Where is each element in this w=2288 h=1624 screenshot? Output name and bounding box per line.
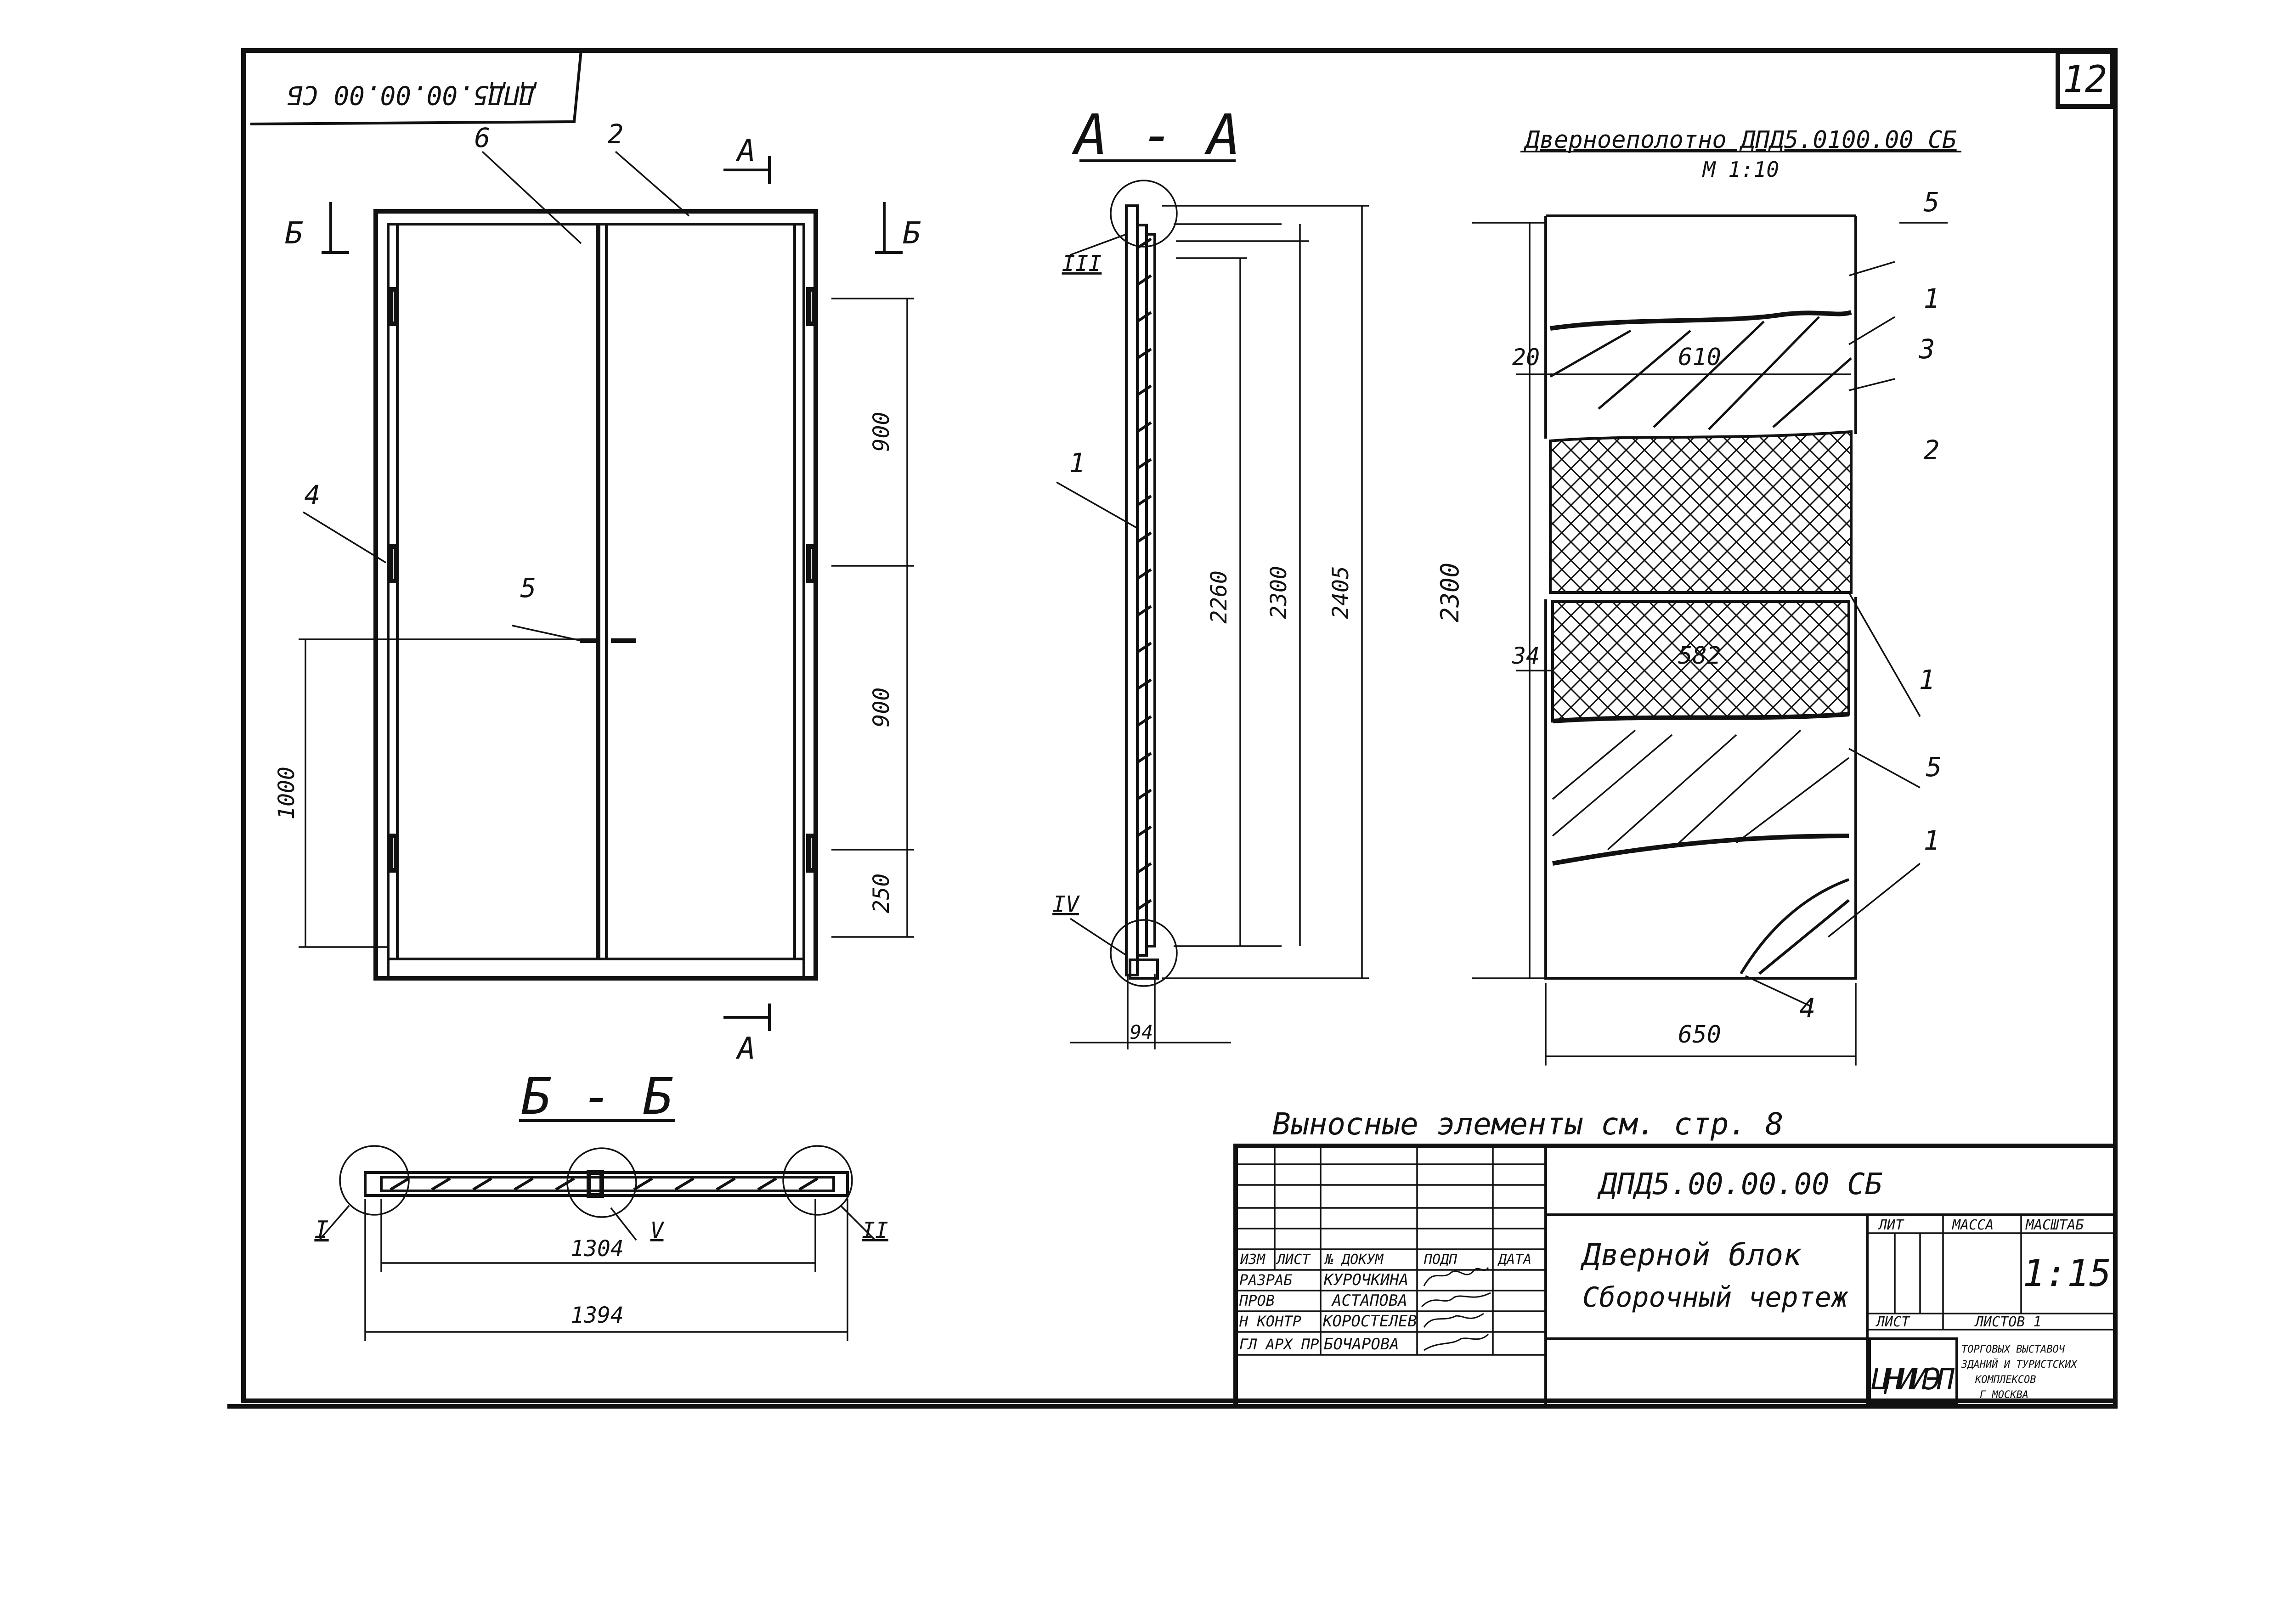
node-callout-ii: II — [862, 1218, 888, 1243]
header-sign: ПОДП — [1424, 1252, 1458, 1268]
elevation-dim-900-bottom: 900 — [869, 688, 894, 727]
section-aa-dim-94: 94 — [1130, 1021, 1153, 1043]
signature-norm-control — [1423, 1313, 1484, 1328]
header-izm: ИЗМ — [1240, 1252, 1265, 1268]
elevation-dim-900-top: 900 — [869, 412, 894, 452]
org-text-3: КОМПЛЕКСОВ — [1975, 1374, 2036, 1386]
door-leaf-title: Дверноеполотно ДПД5.0100.00 СБ — [1523, 126, 1956, 154]
person-chief-architect: БОЧАРОВА — [1324, 1335, 1399, 1353]
page-number: 12 — [2063, 58, 2107, 101]
node-callout-iii: III — [1062, 251, 1102, 276]
door-leaf-dim-610: 610 — [1678, 344, 1721, 371]
signature-checker — [1421, 1292, 1491, 1308]
section-aa-dim-2260: 2260 — [1206, 570, 1232, 624]
header-date: ДАТА — [1497, 1252, 1531, 1268]
section-aa — [1056, 159, 1369, 1049]
scale-value: 1:15 — [2023, 1252, 2112, 1295]
person-checker: АСТАПОВА — [1331, 1291, 1407, 1310]
door-elevation — [299, 151, 914, 1031]
note-remote-elements: Выносные элементы см. стр. 8 — [1272, 1106, 1784, 1142]
elevation-dim-1000: 1000 — [274, 767, 299, 820]
elevation-callout-4: 4 — [305, 479, 321, 511]
door-leaf-dim-2300: 2300 — [1435, 563, 1464, 622]
role-chief-architect: ГЛ АРХ ПР — [1239, 1336, 1319, 1353]
node-callout-iv: IV — [1052, 891, 1080, 917]
top-stamp: ДПД5.00.00.00 СБ — [287, 80, 537, 110]
node-callout-i: I — [314, 1216, 328, 1244]
door-leaf-callout-3: 3 — [1919, 333, 1935, 365]
door-leaf-callout-5-bottom: 5 — [1926, 751, 1942, 783]
title-name-line2: Сборочный чертеж — [1582, 1281, 1849, 1314]
scale-label: МАСШТАБ — [2025, 1217, 2084, 1233]
elevation-callout-6: 6 — [475, 122, 491, 153]
title-block — [1233, 1144, 2118, 1409]
header-list: ЛИСТ — [1276, 1252, 1311, 1268]
door-leaf-scale: М 1:10 — [1702, 157, 1779, 182]
door-leaf-dim-582: 582 — [1678, 642, 1721, 670]
sheet-label: ЛИСТ — [1875, 1314, 1910, 1330]
title-designation: ДПД5.00.00.00 СБ — [1597, 1167, 1883, 1201]
section-marker-a-top: А — [735, 133, 756, 168]
person-developer: КУРОЧКИНА — [1323, 1271, 1408, 1289]
sheet-frame — [227, 48, 2118, 1409]
door-leaf-dim-34: 34 — [1512, 643, 1540, 669]
org-text-2: ЗДАНИЙ И ТУРИСТСКИХ — [1961, 1359, 2078, 1370]
role-developer: РАЗРАБ — [1239, 1271, 1293, 1289]
person-norm-control: КОРОСТЕЛЕВ — [1322, 1312, 1417, 1331]
door-leaf-dim-650: 650 — [1678, 1021, 1721, 1049]
section-marker-b-left: Б — [285, 215, 303, 251]
section-marker-a-bottom: А — [735, 1031, 756, 1066]
section-aa-dim-2405: 2405 — [1328, 566, 1354, 619]
elevation-callout-5: 5 — [520, 572, 537, 603]
role-checker: ПРОВ — [1239, 1292, 1275, 1309]
signature-chief-architect — [1424, 1333, 1489, 1351]
door-leaf-detail — [1472, 151, 1961, 1066]
door-leaf-callout-4: 4 — [1800, 992, 1816, 1024]
section-bb-title: Б - Б — [521, 1067, 673, 1126]
section-bb-dim-1304: 1304 — [571, 1236, 624, 1262]
lit-label: ЛИТ — [1877, 1217, 1904, 1233]
role-norm-control: Н КОНТР — [1239, 1313, 1301, 1330]
elevation-callout-2: 2 — [608, 118, 624, 150]
org-logo: ЦНИИЭП — [1871, 1363, 1955, 1397]
door-leaf-callout-1-top: 1 — [1924, 283, 1940, 314]
title-name-line1: Дверной блок — [1580, 1237, 1802, 1273]
org-text-1: ТОРГОВЫХ ВЫСТАВОЧ — [1961, 1344, 2065, 1355]
door-leaf-callout-1-bottom: 1 — [1924, 825, 1940, 856]
door-leaf-callout-1-mid: 1 — [1919, 664, 1935, 695]
header-doc: № ДОКУМ — [1324, 1252, 1384, 1268]
signature-developer — [1423, 1267, 1489, 1286]
mass-label: МАССА — [1952, 1217, 1994, 1233]
section-bb-dim-1394: 1394 — [571, 1303, 624, 1328]
signatures — [1421, 1267, 1491, 1351]
section-bb — [318, 1119, 876, 1341]
sheets-label: ЛИСТОВ 1 — [1974, 1314, 2042, 1330]
org-text-4: Г МОСКВА — [1980, 1389, 2028, 1401]
door-leaf-dim-20: 20 — [1512, 344, 1540, 371]
door-leaf-callout-2: 2 — [1924, 434, 1940, 466]
section-aa-dim-2300: 2300 — [1266, 566, 1292, 619]
elevation-dim-250: 250 — [869, 874, 894, 914]
section-aa-callout-1: 1 — [1069, 447, 1085, 479]
node-callout-v: V — [650, 1218, 665, 1243]
door-leaf-callout-5-top: 5 — [1924, 186, 1940, 218]
section-marker-b-right: Б — [903, 215, 921, 251]
section-aa-title: А - А — [1071, 103, 1240, 167]
